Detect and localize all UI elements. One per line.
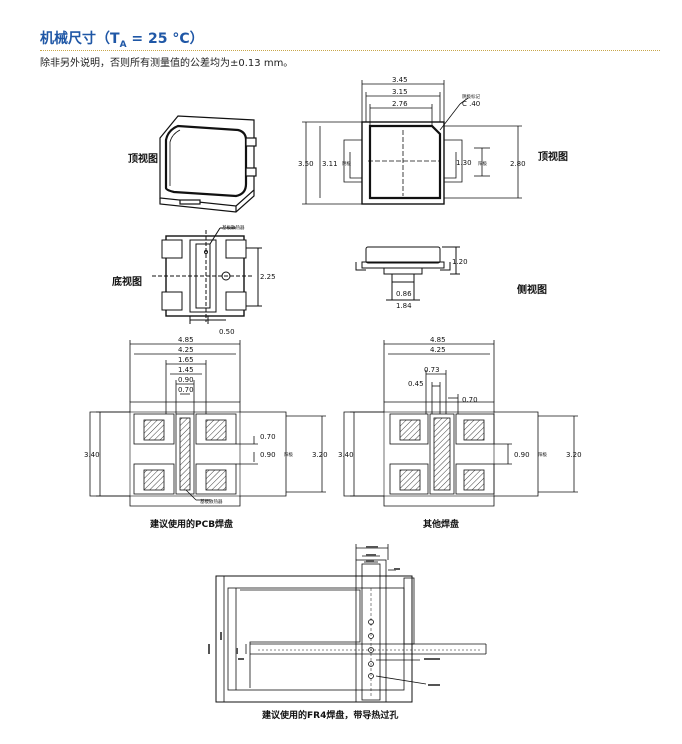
other-w4: 0.45 <box>408 380 424 388</box>
pcb-anode: 阳极 <box>284 451 293 458</box>
other-pad-drawing <box>343 340 578 507</box>
bottom-view-label: 底视图 <box>112 277 142 288</box>
chamfer-dim: C .40 <box>462 100 480 108</box>
top-height-inner: 3.11 <box>322 160 338 168</box>
other-h-right: 3.20 <box>566 451 582 459</box>
side-view-label: 侧视图 <box>517 285 547 296</box>
pcb-w2: 4.25 <box>178 346 194 354</box>
other-w2: 4.25 <box>430 346 446 354</box>
bottom-width-dim: 0.50 <box>219 328 235 336</box>
top-width-inner: 2.76 <box>392 100 408 108</box>
pcb-w4: 1.45 <box>178 366 194 374</box>
top-view-label: 顶视图 <box>128 154 158 165</box>
fr4-dim-marks <box>208 546 440 686</box>
pcb-pad-caption: 建议使用的PCB焊盘 <box>150 520 234 530</box>
top-width-outer: 3.45 <box>392 76 408 84</box>
bottom-heatsink-label: 基板散热器 <box>222 224 245 231</box>
bottom-view-drawing <box>152 227 262 324</box>
pcb-w6: 0.70 <box>178 386 194 394</box>
side-view-drawing <box>355 246 460 301</box>
cathode-mark-label: 阴极标记 <box>462 93 480 100</box>
fr4-pad-drawing <box>215 544 487 703</box>
section-title: 机械尺寸（TA = 25 °C） <box>40 31 204 50</box>
pcb-w5: 0.90 <box>178 376 194 384</box>
pcb-h-left: 3.40 <box>84 451 100 459</box>
side-height-dim: 1.20 <box>452 258 468 266</box>
pcb-w3: 1.65 <box>178 356 194 364</box>
other-gap: 0.90 <box>514 451 530 459</box>
other-w5: 0.70 <box>462 396 478 404</box>
cathode-label: 阴极 <box>342 160 351 167</box>
section-header: 机械尺寸（TA = 25 °C） <box>40 28 660 51</box>
top-width-mid: 3.15 <box>392 88 408 96</box>
side-pad-width: 0.86 <box>396 290 412 298</box>
top-height-right: 2.80 <box>510 160 526 168</box>
pcb-pad-drawing <box>89 340 326 507</box>
other-h-left: 3.40 <box>338 451 354 459</box>
fr4-caption: 建议使用的FR4焊盘，带导热过孔 <box>262 711 399 721</box>
pcb-gap: 0.90 <box>260 451 276 459</box>
pad-gap-dim: 1.30 <box>456 159 472 167</box>
pcb-w1: 4.85 <box>178 336 194 344</box>
side-body-width: 1.84 <box>396 302 412 310</box>
pcb-heatsink-label: 基板散热器 <box>200 498 223 505</box>
other-w1: 4.85 <box>430 336 446 344</box>
top-height-outer: 3.50 <box>298 160 314 168</box>
pcb-pad-h: 0.70 <box>260 433 276 441</box>
tolerance-note: 除非另外说明，否则所有测量值的公差均为±0.13 mm。 <box>40 58 294 69</box>
other-w3: 0.73 <box>424 366 440 374</box>
other-anode: 阳极 <box>538 451 547 458</box>
anode-label: 阳极 <box>478 160 487 167</box>
other-pad-caption: 其他焊盘 <box>423 520 460 530</box>
top-view-label-right: 顶视图 <box>538 152 568 163</box>
pcb-h-right: 3.20 <box>312 451 328 459</box>
top-view-drawing <box>302 80 522 205</box>
bottom-height-dim: 2.25 <box>260 273 276 281</box>
iso-package-drawing <box>159 115 257 213</box>
